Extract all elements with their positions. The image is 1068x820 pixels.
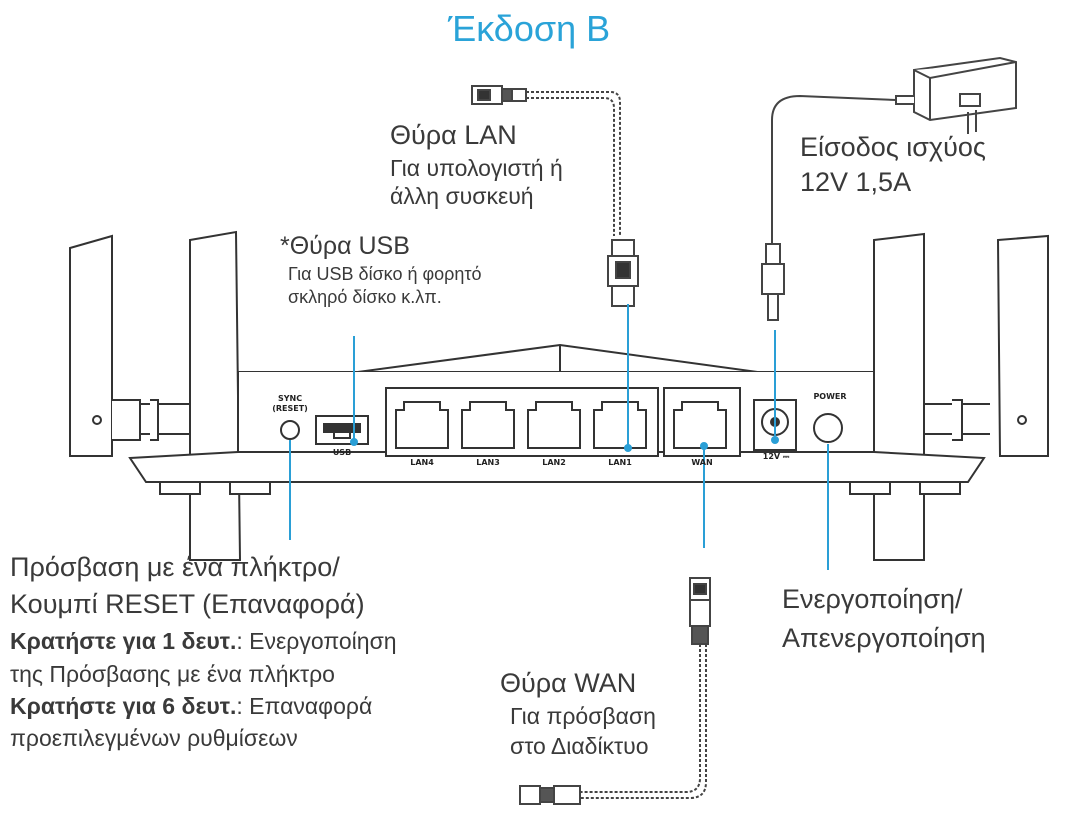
callout-lines <box>289 304 829 570</box>
lan-cable <box>471 85 639 307</box>
lan-heading: Θύρα LAN <box>390 120 517 150</box>
reset-hold1-bold: Κρατήστε για 1 δευτ. <box>10 628 237 655</box>
power-button-line2: Απενεργοποίηση <box>782 623 986 654</box>
callout-dc-dot <box>771 436 779 444</box>
panel-label-lan2: LAN2 <box>542 458 566 467</box>
usb-heading: *Θύρα USB <box>280 232 410 260</box>
power-adapter <box>761 56 1017 321</box>
antenna-left-inner <box>140 230 242 561</box>
panel-label-lan4: LAN4 <box>410 458 434 467</box>
reset-hold1: Κρατήστε για 1 δευτ.: Ενεργοποίηση <box>10 628 397 654</box>
reset-hold6: Κρατήστε για 6 δευτ.: Επαναφορά <box>10 693 397 719</box>
antenna-right-outer <box>996 234 1049 457</box>
power-input-spec: 12V 1,5A <box>800 167 912 198</box>
page-title: Έκδοση B <box>448 8 611 49</box>
ethernet-jacks <box>395 387 741 457</box>
antenna-left-outer <box>69 234 141 457</box>
callout-wan-dot <box>700 442 708 450</box>
reset-hold6-bold: Κρατήστε για 6 δευτ. <box>10 692 237 719</box>
panel-label-power: POWER <box>813 392 847 401</box>
lan-callout: Θύρα LAN Για υπολογιστή ή άλλη συσκευή <box>390 120 563 210</box>
wan-desc-line2: στο Διαδίκτυο <box>510 733 649 760</box>
panel-label-lan1: LAN1 <box>608 458 632 467</box>
lan-desc-line1: Για υπολογιστή ή <box>390 155 563 182</box>
usb-port <box>315 415 369 445</box>
reset-hold1-rest: : Ενεργοποίηση <box>236 628 397 655</box>
panel-label-reset: (RESET) <box>272 404 308 413</box>
reset-line1: Πρόσβαση με ένα πλήκτρο/ <box>10 552 340 582</box>
reset-line2: Κουμπί RESET (Επαναφορά) <box>10 589 365 620</box>
power-input-heading: Είσοδος ισχύος <box>800 132 986 162</box>
power-button <box>813 413 843 443</box>
wan-desc-line1: Για πρόσβαση <box>510 703 656 730</box>
usb-callout: *Θύρα USB Για USB δίσκο ή φορητό σκληρό … <box>280 232 482 308</box>
panel-label-usb: USB <box>332 448 352 457</box>
reset-hold6-line2: προεπιλεγμένων ρυθμίσεων <box>10 725 298 752</box>
panel-label-lan3: LAN3 <box>476 458 500 467</box>
panel-label-wan: WAN <box>691 458 713 467</box>
wan-heading: Θύρα WAN <box>500 668 637 698</box>
lan-desc-line2: άλλη συσκευή <box>390 183 534 210</box>
panel-label-sync: SYNC <box>277 394 303 403</box>
reset-hold1-line2: της Πρόσβασης με ένα πλήκτρο <box>10 660 335 687</box>
power-button-line1: Ενεργοποίηση/ <box>782 584 963 614</box>
usb-desc-line1: Για USB δίσκο ή φορητό <box>288 263 482 284</box>
power-button-callout: Ενεργοποίηση/ Απενεργοποίηση <box>782 584 986 654</box>
reset-hold6-rest: : Επαναφορά <box>236 692 373 719</box>
wan-cable <box>519 577 711 805</box>
reset-callout: Πρόσβαση με ένα πλήκτρο/ Κουμπί RESET (Ε… <box>10 552 397 752</box>
usb-desc-line2: σκληρό δίσκο κ.λπ. <box>288 287 442 308</box>
callout-lan-dot <box>624 444 632 452</box>
antenna-right-inner <box>873 232 990 561</box>
callout-usb-dot <box>350 438 358 446</box>
reset-button-hole <box>280 420 300 440</box>
panel-label-dc: 12V ⎓ <box>762 452 790 461</box>
wan-callout: Θύρα WAN Για πρόσβαση στο Διαδίκτυο <box>500 668 656 760</box>
power-input-callout: Είσοδος ισχύος 12V 1,5A <box>800 132 986 198</box>
